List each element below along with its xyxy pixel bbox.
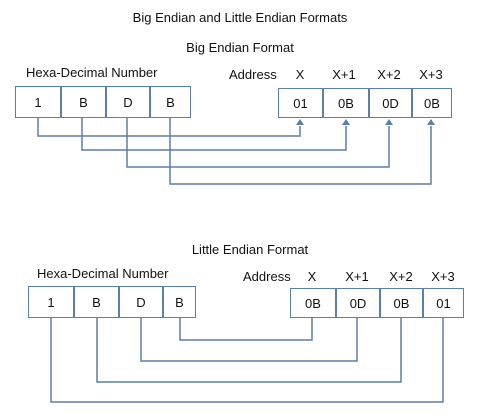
big-endian-arrow-up-icon-0 bbox=[296, 119, 304, 125]
little-endian-heading: Little Endian Format bbox=[191, 242, 309, 257]
little-endian-hex-cell-2: D bbox=[119, 286, 163, 318]
little-endian-memory-cell-2: 0B bbox=[380, 288, 423, 318]
big-endian-address-3: X+3 bbox=[419, 67, 443, 82]
big-endian-arrow-up-icon-1 bbox=[342, 119, 350, 125]
diagram-title: Big Endian and Little Endian Formats bbox=[132, 10, 348, 25]
big-endian-memory-cell-2: 0D bbox=[369, 88, 412, 118]
big-endian-memory-cell-3: 0B bbox=[412, 88, 452, 118]
little-endian-connector-2 bbox=[96, 318, 402, 383]
little-endian-connector-3 bbox=[50, 318, 444, 403]
little-endian-address-0: X bbox=[307, 269, 317, 284]
big-endian-hex-cell-3: B bbox=[150, 86, 191, 118]
little-endian-memory-cell-3: 01 bbox=[423, 288, 464, 318]
little-endian-hex-cell-0: 1 bbox=[28, 286, 74, 318]
little-endian-connector-1 bbox=[140, 318, 358, 362]
little-endian-hex-cell-1: B bbox=[74, 286, 119, 318]
big-endian-heading: Big Endian Format bbox=[186, 40, 294, 55]
little-endian-address-label: Address bbox=[243, 269, 291, 284]
big-endian-arrow-up-icon-2 bbox=[385, 119, 393, 125]
big-endian-hex-cell-2: D bbox=[106, 86, 150, 118]
little-endian-address-3: X+3 bbox=[431, 269, 455, 284]
big-endian-connector-1 bbox=[81, 118, 347, 151]
little-endian-memory-cell-1: 0D bbox=[336, 288, 380, 318]
big-endian-memory-cell-0: 01 bbox=[278, 88, 323, 118]
big-endian-connector-2 bbox=[126, 118, 390, 168]
little-endian-address-2: X+2 bbox=[389, 269, 413, 284]
big-endian-hex-label: Hexa-Decimal Number bbox=[26, 65, 158, 80]
little-endian-hex-cell-3: B bbox=[163, 286, 196, 318]
big-endian-address-0: X bbox=[295, 67, 305, 82]
big-endian-hex-cell-1: B bbox=[61, 86, 106, 118]
big-endian-address-label: Address bbox=[229, 67, 277, 82]
big-endian-hex-cell-0: 1 bbox=[15, 86, 61, 118]
little-endian-connector-0 bbox=[179, 318, 313, 341]
little-endian-hex-label: Hexa-Decimal Number bbox=[37, 266, 169, 281]
big-endian-connector-3 bbox=[169, 118, 432, 185]
little-endian-memory-cell-0: 0B bbox=[290, 288, 336, 318]
big-endian-address-1: X+1 bbox=[332, 67, 356, 82]
big-endian-arrow-up-icon-3 bbox=[427, 119, 435, 125]
big-endian-address-2: X+2 bbox=[377, 67, 401, 82]
big-endian-memory-cell-1: 0B bbox=[323, 88, 369, 118]
big-endian-connector-0 bbox=[37, 118, 301, 137]
little-endian-address-1: X+1 bbox=[345, 269, 369, 284]
